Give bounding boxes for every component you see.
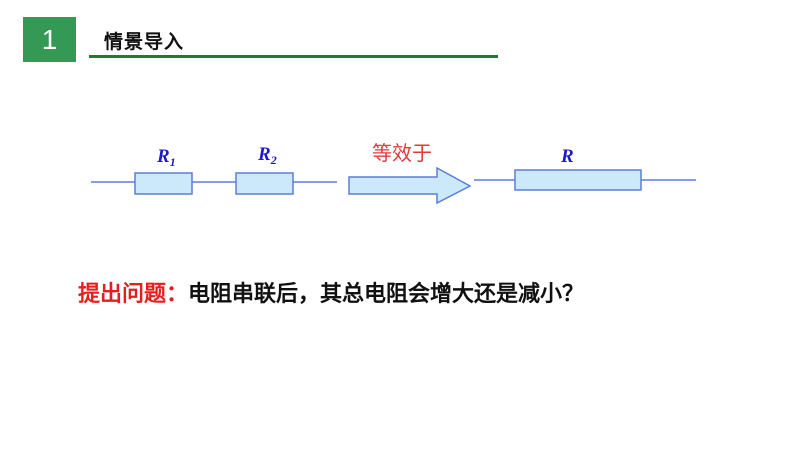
section-number-badge: 1 (23, 17, 76, 62)
title-underline (89, 55, 498, 58)
r-label: R (560, 146, 574, 167)
section-title: 情景导入 (104, 31, 185, 53)
resistor-r (514, 169, 642, 191)
r1-label: R1 (156, 146, 176, 169)
section-number: 1 (41, 23, 58, 55)
question-label: 提出问题： (78, 282, 189, 307)
question-text: 电阻串联后，其总电阻会增大还是减小？ (188, 282, 585, 307)
equivalence-label: 等效于 (372, 141, 432, 165)
resistor-r2 (235, 172, 294, 195)
r2-label: R2 (257, 144, 277, 167)
resistor-r1 (134, 172, 193, 195)
question: 提出问题：电阻串联后，其总电阻会增大还是减小？ (78, 276, 584, 308)
equivalence-arrow-icon (348, 166, 472, 205)
